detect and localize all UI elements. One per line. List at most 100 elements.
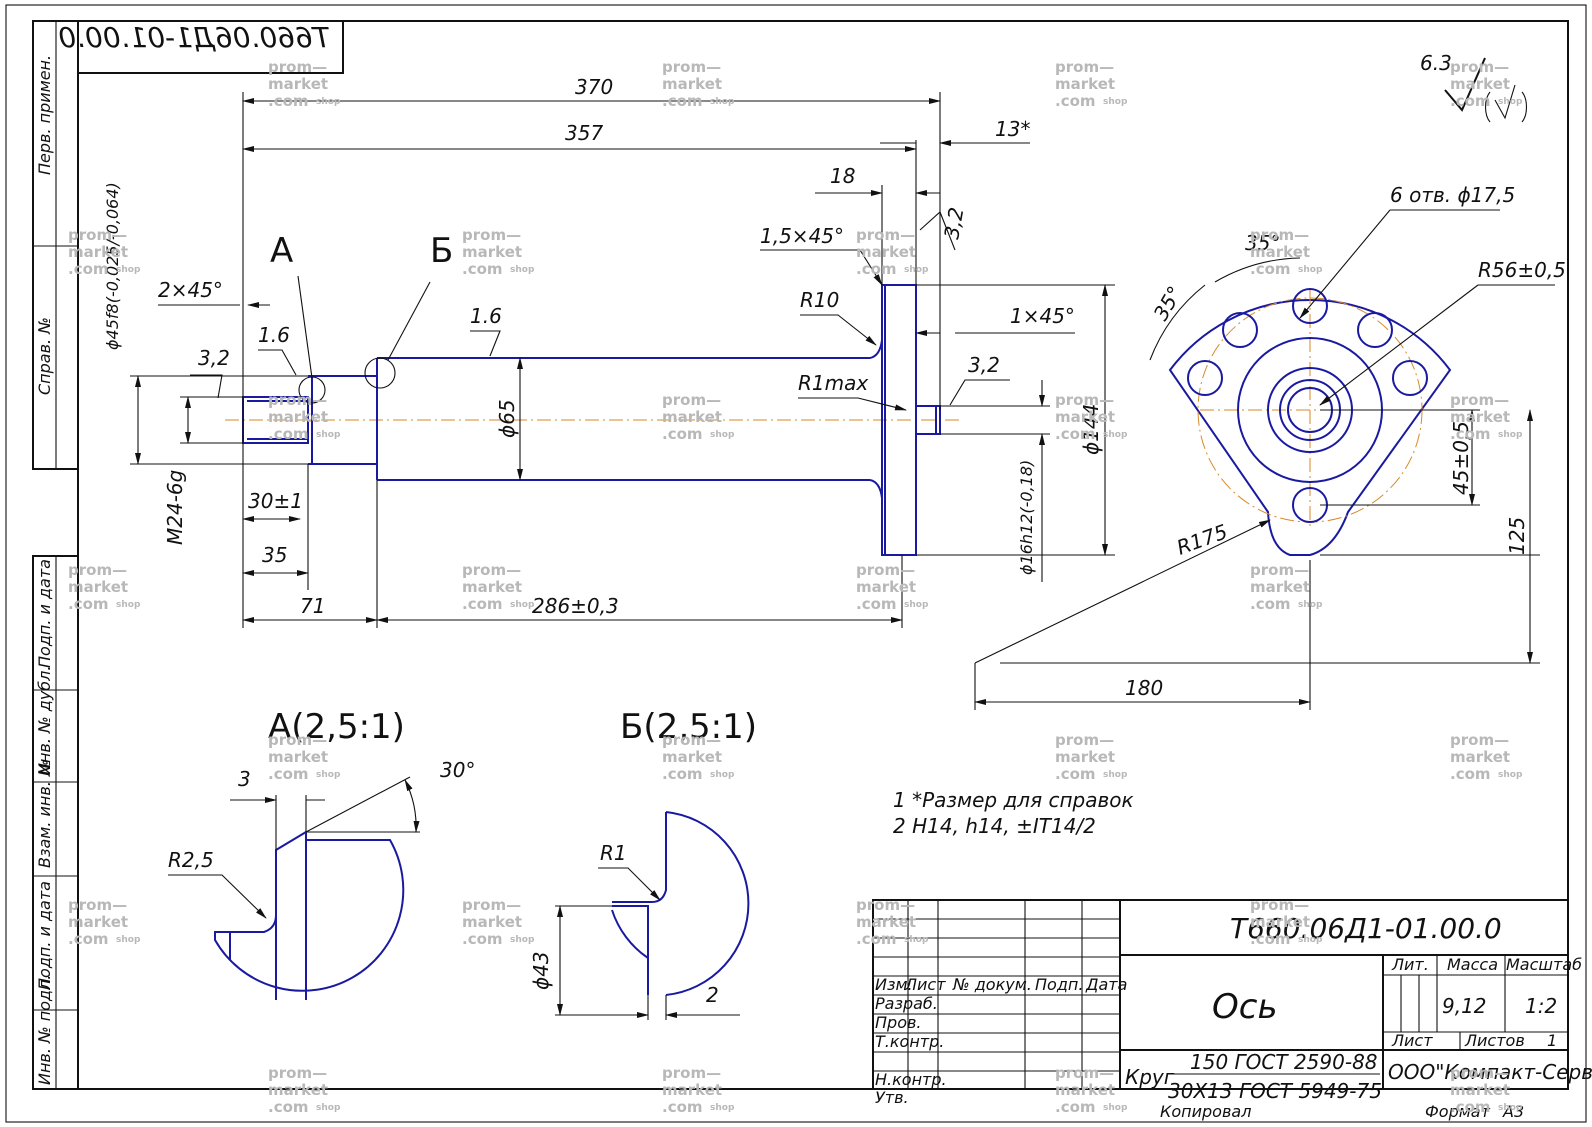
- detail-b-r1: R1: [600, 841, 627, 865]
- watermark-text: prom—: [1055, 58, 1114, 76]
- watermark-text: prom—: [662, 1064, 721, 1082]
- dim-1-6-b: 1.6: [470, 304, 502, 328]
- watermark-shop: shop: [1498, 1103, 1523, 1113]
- watermark-text: market: [662, 748, 722, 766]
- side-label-podp2: Подп. и дата: [35, 881, 54, 990]
- watermark-shop: shop: [510, 600, 535, 610]
- dim-13: 13*: [995, 117, 1030, 141]
- dim-d65: ϕ65: [495, 399, 519, 438]
- shaft-dimensions: 370 357 13* 18 3,2 1,5×45° R10 R1max 1×4…: [103, 75, 1115, 628]
- tb-part-name: Ось: [1212, 987, 1278, 1027]
- tb-sheets-label: Листов: [1464, 1031, 1525, 1050]
- watermark-text: prom—: [1055, 1064, 1114, 1082]
- watermark-text: market: [856, 578, 916, 596]
- watermark-text: prom—: [1250, 226, 1309, 244]
- watermark-text: market: [68, 578, 128, 596]
- tb-material-top: 150 ГОСТ 2590-88: [1190, 1050, 1378, 1074]
- tb-number: Т660.06Д1-01.00.0: [1230, 912, 1502, 945]
- watermark-text: prom—: [1450, 391, 1509, 409]
- watermark-text: .com: [68, 930, 109, 948]
- watermark-shop: shop: [1498, 770, 1523, 780]
- side-label-podp1: Подп. и дата: [35, 559, 54, 668]
- tb-company: ООО"Компакт-Сервис": [1388, 1060, 1592, 1084]
- note-2: 2 H14, h14, ±IT14/2: [893, 814, 1096, 838]
- watermark-text: prom—: [662, 391, 721, 409]
- watermark-text: prom—: [268, 731, 327, 749]
- watermark-text: .com: [856, 930, 897, 948]
- watermark-text: market: [462, 913, 522, 931]
- tb-sheets: 1: [1547, 1031, 1557, 1050]
- dim-r10: R10: [800, 288, 839, 312]
- detail-b-dim-2: 2: [706, 983, 719, 1007]
- watermark-text: prom—: [462, 561, 521, 579]
- side-label-inv-podl: Инв. № подл.: [35, 975, 54, 1085]
- dim-35: 35: [262, 543, 287, 567]
- watermark-text: .com: [662, 92, 703, 110]
- watermark-text: market: [1450, 408, 1510, 426]
- tb-row-utv: Утв.: [875, 1088, 909, 1107]
- watermark-shop: shop: [1298, 935, 1323, 945]
- watermark-shop: shop: [316, 770, 341, 780]
- roughness-value: 6.3: [1420, 51, 1452, 75]
- title-block: Изм. Лист № докум. Подп. Дата Разраб. Пр…: [872, 899, 1592, 1121]
- side-label-inv-dubl: Инв. № дубл.: [35, 666, 54, 775]
- watermark-text: .com: [1055, 1098, 1096, 1116]
- watermark-text: .com: [856, 260, 897, 278]
- watermark-shop: shop: [510, 935, 535, 945]
- watermark-text: .com: [1450, 765, 1491, 783]
- watermark-shop: shop: [1298, 600, 1323, 610]
- tb-scale-label: Масштаб: [1506, 955, 1582, 974]
- side-panel: Перв. примен. Справ. № Подп. и дата Инв.…: [32, 20, 79, 1090]
- side-label-perv: Перв. примен.: [35, 55, 54, 175]
- tb-mass: 9,12: [1442, 994, 1487, 1018]
- watermark-text: .com: [1055, 425, 1096, 443]
- detail-a-angle-30: 30°: [440, 758, 475, 782]
- watermark-shop: shop: [316, 1103, 341, 1113]
- watermark-text: market: [1450, 748, 1510, 766]
- watermark-shop: shop: [116, 265, 141, 275]
- watermark-text: market: [1250, 913, 1310, 931]
- watermark-text: .com: [662, 1098, 703, 1116]
- watermark-shop: shop: [710, 770, 735, 780]
- detail-b-d43: ϕ43: [529, 951, 553, 990]
- dim-3-2-b: 3,2: [968, 353, 1000, 377]
- tb-row-tkontr: Т.контр.: [875, 1032, 944, 1051]
- watermark-text: prom—: [462, 226, 521, 244]
- watermark-text: market: [462, 243, 522, 261]
- watermark-text: market: [268, 1081, 328, 1099]
- watermark-shop: shop: [116, 935, 141, 945]
- watermark-text: prom—: [68, 226, 127, 244]
- watermark-text: market: [1250, 578, 1310, 596]
- tb-sheet-label: Лист: [1391, 1031, 1433, 1050]
- watermark-text: market: [1450, 1081, 1510, 1099]
- roughness-general: 6.3: [1420, 51, 1527, 123]
- watermark-text: .com: [68, 260, 109, 278]
- watermark-text: .com: [662, 425, 703, 443]
- detail-a: А(2,5:1) 3 30° R2,5: [168, 707, 475, 1000]
- watermark-text: market: [662, 408, 722, 426]
- angle-35-a: 35°: [1245, 231, 1280, 255]
- watermark-shop: shop: [710, 97, 735, 107]
- dim-d45: ϕ45f8(-0,025/-0,064): [103, 182, 122, 350]
- watermark-shop: shop: [1103, 97, 1128, 107]
- watermark-shop: shop: [1103, 430, 1128, 440]
- watermark-text: market: [1055, 75, 1115, 93]
- dim-r1max: R1max: [798, 371, 868, 395]
- watermark-text: .com: [1250, 260, 1291, 278]
- watermark-text: market: [1055, 748, 1115, 766]
- watermark-text: .com: [662, 765, 703, 783]
- tb-col-data: Дата: [1085, 975, 1127, 994]
- detail-b-title: Б(2,5:1): [620, 707, 757, 747]
- watermark-text: prom—: [1055, 731, 1114, 749]
